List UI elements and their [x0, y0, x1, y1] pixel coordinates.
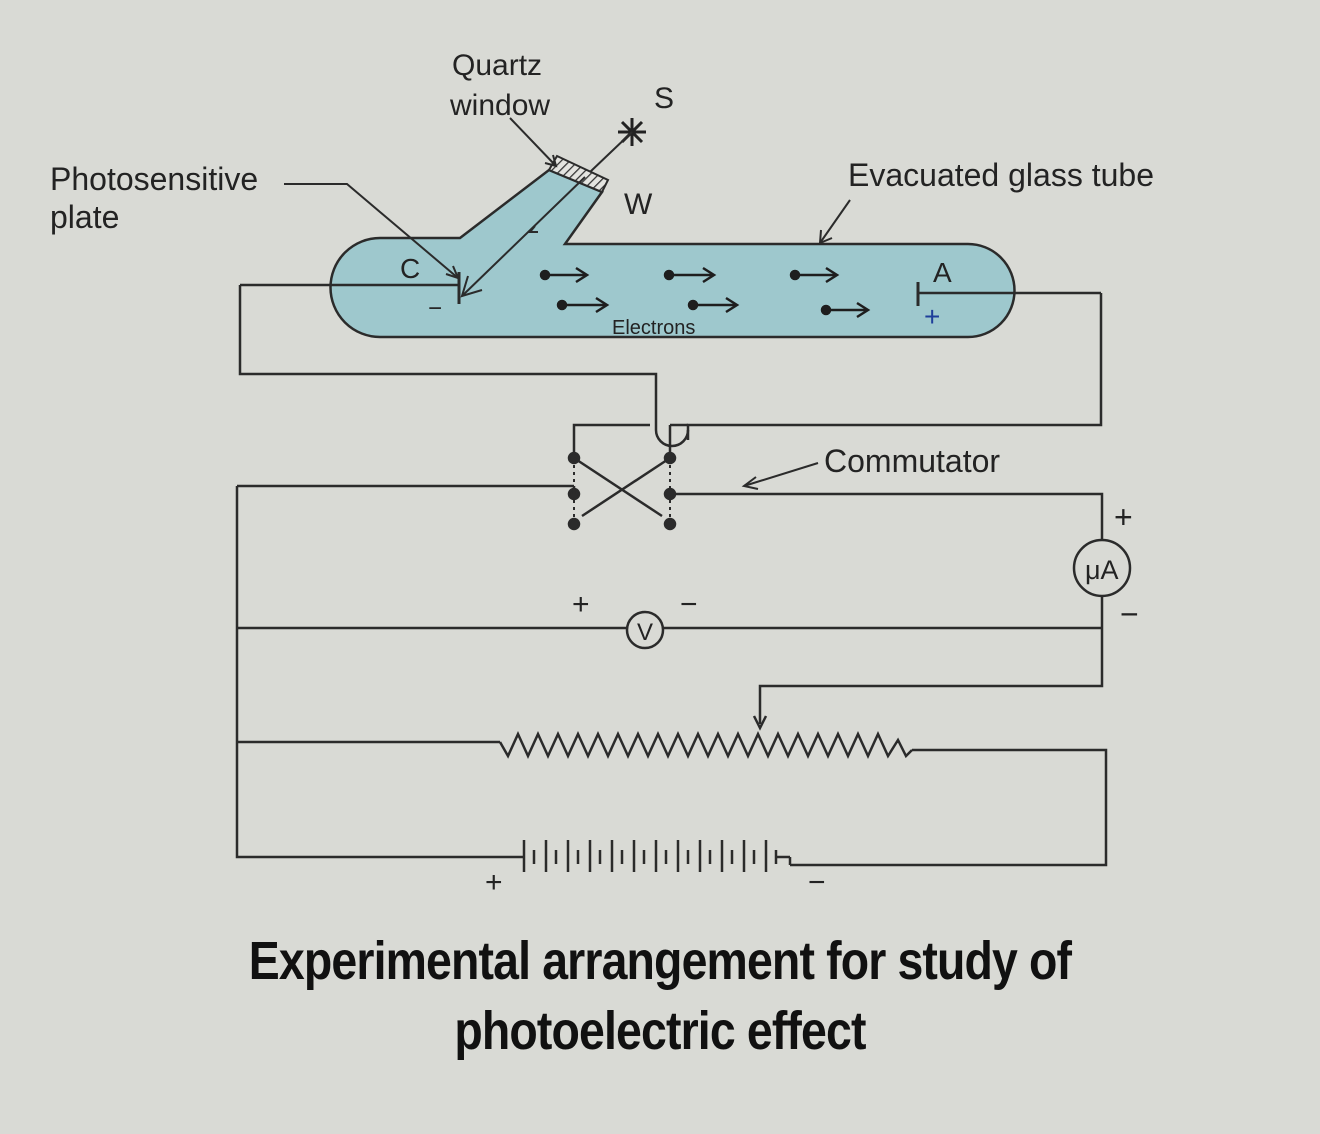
ammeter-label: μA — [1085, 555, 1119, 585]
quartz-pointer-head — [544, 154, 558, 168]
voltmeter-plus: + — [572, 588, 590, 621]
photosensitive-label-line2: plate — [50, 199, 119, 235]
electron-arrows — [539, 266, 871, 319]
cathode-minus: − — [428, 295, 442, 322]
anode-plus: + — [924, 301, 940, 332]
commutator-label: Commutator — [824, 443, 1000, 479]
caption-line-2: photoelectric effect — [454, 1001, 866, 1061]
photosensitive-label-line1: Photosensitive — [50, 161, 258, 197]
ammeter-minus: − — [1120, 596, 1139, 632]
quartz-pointer — [509, 117, 557, 167]
commutator-switch — [567, 451, 677, 531]
light-ray — [460, 131, 633, 298]
window-label: W — [624, 188, 653, 221]
commutator-pointer-head — [741, 476, 759, 490]
cathode-label: C — [400, 253, 420, 284]
electrons-label: Electrons — [612, 317, 695, 339]
rheostat-slider-arrow — [752, 715, 768, 731]
source-label: S — [654, 82, 674, 115]
photosensitive-pointer-head — [445, 265, 460, 280]
battery-plus: + — [485, 866, 503, 899]
glass-tube — [329, 168, 1016, 339]
tube-pointer — [819, 199, 851, 244]
microammeter: μA — [1072, 538, 1132, 598]
commutator-pointer — [743, 462, 819, 487]
tube-pointer-head — [818, 229, 833, 245]
caption-line-1: Experimental arrangement for study of — [248, 931, 1072, 991]
anode-label: A — [933, 257, 952, 288]
battery — [512, 840, 792, 872]
rheostat-resistor — [498, 730, 913, 760]
quartz-label-line1: Quartz — [452, 49, 542, 82]
circuit-wires — [235, 285, 1108, 867]
ammeter-plus: + — [1114, 499, 1133, 535]
quartz-label-line2: window — [449, 89, 550, 122]
voltmeter-minus: − — [680, 588, 698, 621]
voltmeter: V — [625, 610, 665, 650]
photosensitive-pointer — [284, 183, 459, 279]
battery-minus: − — [808, 866, 826, 899]
tube-label: Evacuated glass tube — [848, 157, 1154, 193]
voltmeter-label: V — [637, 619, 653, 646]
